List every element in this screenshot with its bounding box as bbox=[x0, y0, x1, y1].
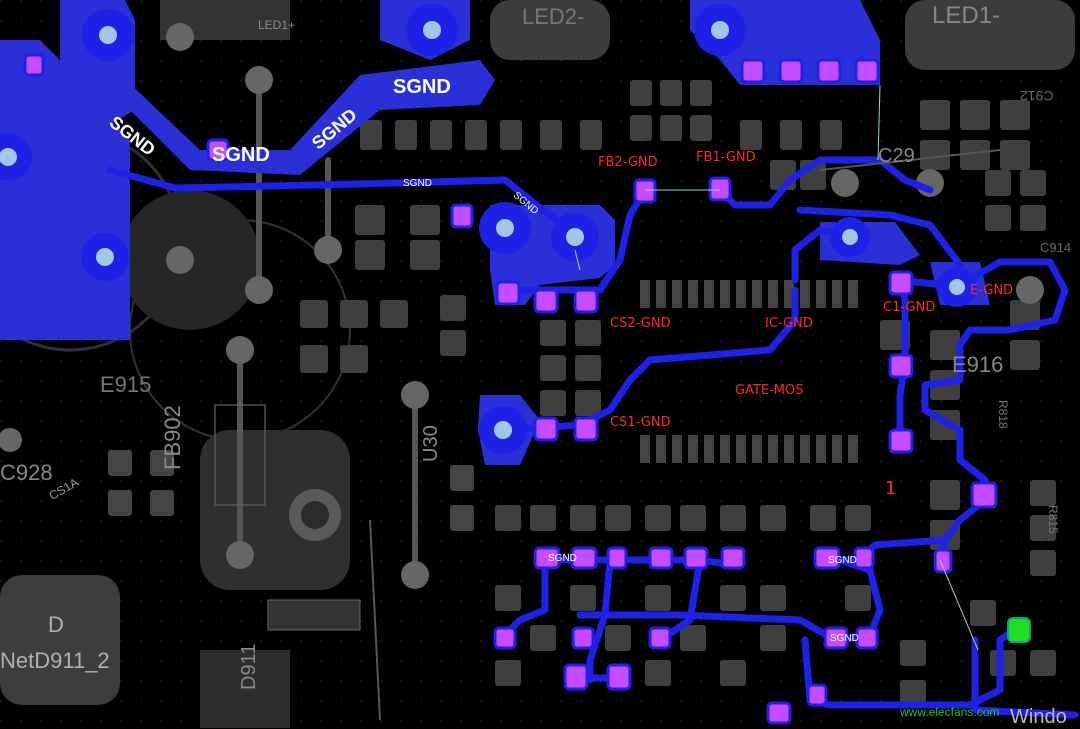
silk-c928: C928 bbox=[0, 460, 53, 485]
net-label-sgnd: SGND bbox=[830, 633, 859, 644]
annotation-fb2-gnd: FB2-GND bbox=[598, 155, 658, 170]
silk-c914: C914 bbox=[1040, 240, 1072, 255]
silk-d911: D911 bbox=[238, 643, 260, 690]
component-letter: D bbox=[48, 612, 64, 637]
watermark-os: Windo bbox=[1010, 706, 1067, 728]
silk-e916: E916 bbox=[952, 352, 1004, 377]
selected-pad bbox=[1007, 617, 1031, 643]
annotation-c1-gnd: C1-GND bbox=[883, 300, 936, 315]
component-net-name: NetD911_2 bbox=[0, 648, 110, 673]
net-label-sgnd: SGND bbox=[548, 553, 577, 564]
net-label-sgnd: SGND bbox=[403, 178, 432, 189]
silk-u30: U30 bbox=[420, 425, 442, 462]
silk-r818: R818 bbox=[996, 400, 1010, 429]
annotation-cs2-gnd: CS2-GND bbox=[610, 316, 671, 331]
silk-led1-plus: LED1+ bbox=[258, 18, 296, 32]
net-label-sgnd: SGND bbox=[212, 144, 270, 166]
silk-c29: C29 bbox=[878, 145, 915, 167]
annotation-cs1-gnd: CS1-GND bbox=[610, 415, 671, 430]
silk-led1-minus: LED1- bbox=[932, 2, 1001, 29]
silk-r815: R815 bbox=[1046, 505, 1060, 534]
watermark-site: www.elecfans.com bbox=[900, 705, 1000, 719]
net-label-sgnd: SGND bbox=[393, 76, 451, 98]
silk-fb902: FB902 bbox=[160, 405, 185, 470]
annotation-fb1-gnd: FB1-GND bbox=[696, 150, 756, 165]
silk-c912: C912 bbox=[1020, 88, 1054, 104]
annotation-e-gnd: E-GND bbox=[970, 283, 1014, 298]
silk-led2-minus: LED2- bbox=[522, 4, 585, 29]
net-label-sgnd: SGND bbox=[828, 555, 857, 566]
annotation-gate-mos: GATE-MOS bbox=[735, 383, 804, 398]
silk-e915: E915 bbox=[100, 372, 152, 397]
annotation-ic-gnd: IC-GND bbox=[765, 316, 813, 331]
annotation-pin1: 1 bbox=[885, 478, 897, 499]
